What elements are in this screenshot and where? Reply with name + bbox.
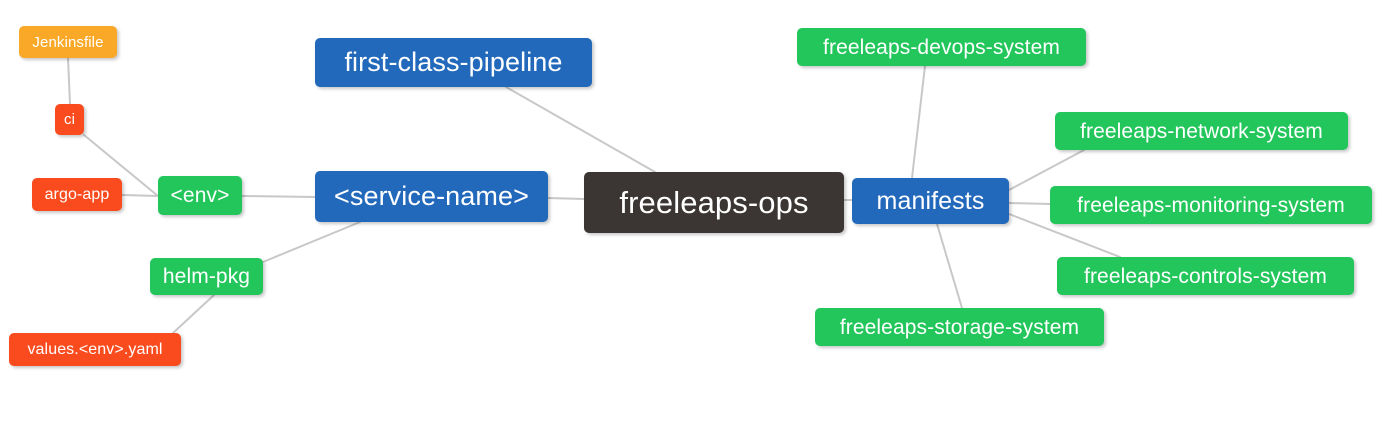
edge-manifests-to-freeleaps-network-system xyxy=(1008,149,1085,191)
node-jenkinsfile[interactable]: Jenkinsfile xyxy=(19,26,117,58)
node-helm-pkg[interactable]: helm-pkg xyxy=(150,258,263,295)
node-label-service-name: <service-name> xyxy=(334,181,529,211)
node-env[interactable]: <env> xyxy=(158,176,242,215)
edge-manifests-to-freeleaps-monitoring-system xyxy=(1008,202,1051,205)
node-ci[interactable]: ci xyxy=(55,104,84,135)
node-label-jenkinsfile: Jenkinsfile xyxy=(32,33,104,51)
edge-first-class-pipeline-to-freeleaps-ops xyxy=(505,86,656,173)
node-freeleaps-monitoring-system[interactable]: freeleaps-monitoring-system xyxy=(1050,186,1372,224)
node-freeleaps-storage-system[interactable]: freeleaps-storage-system xyxy=(815,308,1104,346)
node-label-freeleaps-network-system: freeleaps-network-system xyxy=(1080,119,1323,143)
node-manifests[interactable]: manifests xyxy=(852,178,1009,224)
node-values-yaml[interactable]: values.<env>.yaml xyxy=(9,333,181,366)
edge-env-to-service-name xyxy=(241,195,316,198)
edge-jenkinsfile-to-ci xyxy=(67,57,71,105)
node-label-freeleaps-controls-system: freeleaps-controls-system xyxy=(1084,264,1327,288)
node-label-freeleaps-ops: freeleaps-ops xyxy=(619,185,809,220)
edge-manifests-to-freeleaps-storage-system xyxy=(936,223,963,309)
node-first-class-pipeline[interactable]: first-class-pipeline xyxy=(315,38,592,87)
edge-manifests-to-freeleaps-devops-system xyxy=(911,65,926,179)
node-service-name[interactable]: <service-name> xyxy=(315,171,548,222)
node-label-ci: ci xyxy=(63,111,76,128)
node-label-manifests: manifests xyxy=(876,186,985,215)
node-label-argo-app: argo-app xyxy=(44,185,110,203)
edge-values-yaml-to-helm-pkg xyxy=(172,294,215,334)
node-argo-app[interactable]: argo-app xyxy=(32,178,122,211)
node-label-first-class-pipeline: first-class-pipeline xyxy=(344,47,563,77)
edge-service-name-to-freeleaps-ops xyxy=(547,197,585,200)
node-label-values-yaml: values.<env>.yaml xyxy=(27,340,163,358)
node-freeleaps-devops-system[interactable]: freeleaps-devops-system xyxy=(797,28,1086,66)
node-freeleaps-network-system[interactable]: freeleaps-network-system xyxy=(1055,112,1348,150)
node-freeleaps-controls-system[interactable]: freeleaps-controls-system xyxy=(1057,257,1354,295)
node-label-env: <env> xyxy=(170,184,230,207)
node-label-helm-pkg: helm-pkg xyxy=(162,265,251,288)
edge-helm-pkg-to-service-name xyxy=(262,221,361,263)
node-label-freeleaps-storage-system: freeleaps-storage-system xyxy=(839,315,1080,339)
node-label-freeleaps-monitoring-system: freeleaps-monitoring-system xyxy=(1077,193,1345,217)
edge-argo-app-to-env xyxy=(121,194,159,197)
node-freeleaps-ops[interactable]: freeleaps-ops xyxy=(584,172,844,233)
node-label-freeleaps-devops-system: freeleaps-devops-system xyxy=(823,35,1060,59)
